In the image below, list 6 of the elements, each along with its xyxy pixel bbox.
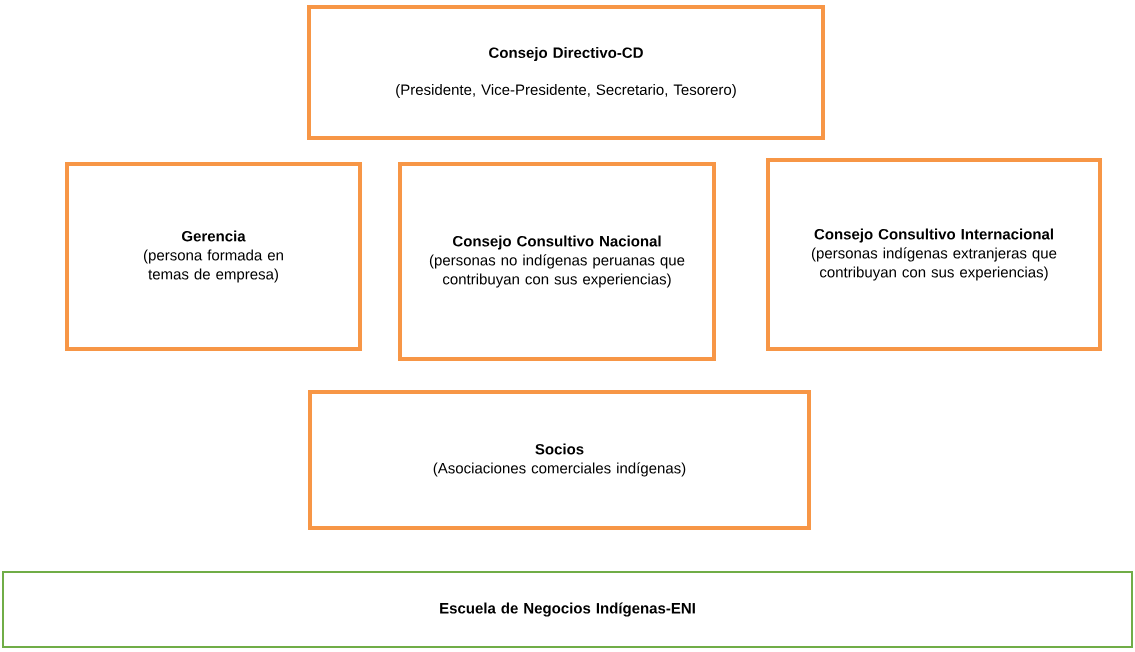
org-box: Consejo Directivo-CD (Presidente, Vice-Presidente, Secretario, Tesorero) [307, 5, 825, 140]
org-box: Escuela de Negocios Indígenas-ENI [2, 571, 1133, 648]
org-box: Consejo Consultivo Nacional (personas no indígenas peruanas que contribuyan con sus experiencias) [398, 162, 716, 361]
org-box: Gerencia (persona formada en temas de empresa) [65, 162, 362, 351]
org-box: Socios (Asociaciones comerciales indígenas) [308, 390, 811, 530]
org-box: Consejo Consultivo Internacional (personas indígenas extranjeras que contribuyan con sus experiencias) [766, 158, 1102, 351]
